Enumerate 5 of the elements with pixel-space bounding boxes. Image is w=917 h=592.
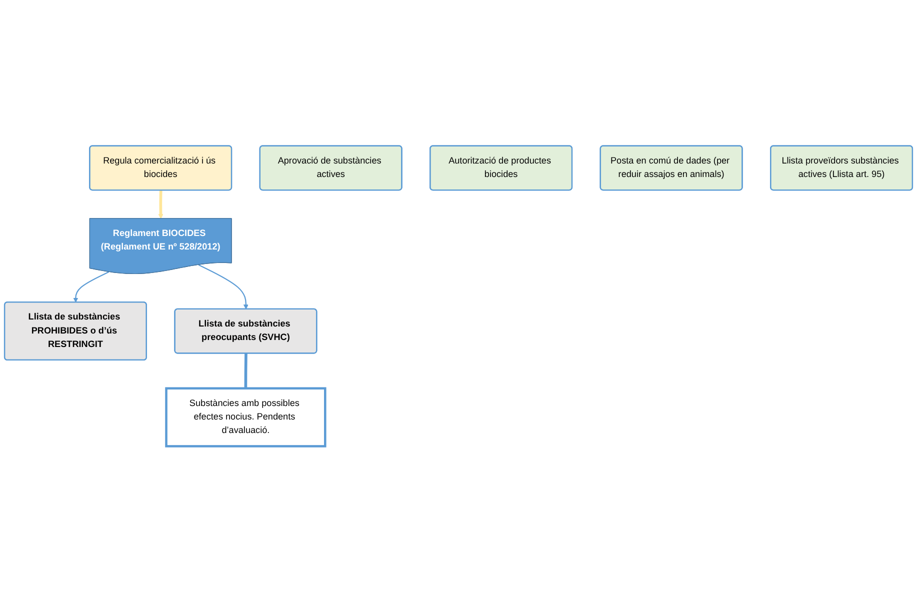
arrow [198, 264, 248, 310]
connector [244, 353, 248, 388]
arrow [73, 271, 110, 303]
node-box: Substàncies amb possibles efectes nocius. Pendents d’avaluació. [165, 387, 326, 448]
arrow [158, 190, 164, 219]
